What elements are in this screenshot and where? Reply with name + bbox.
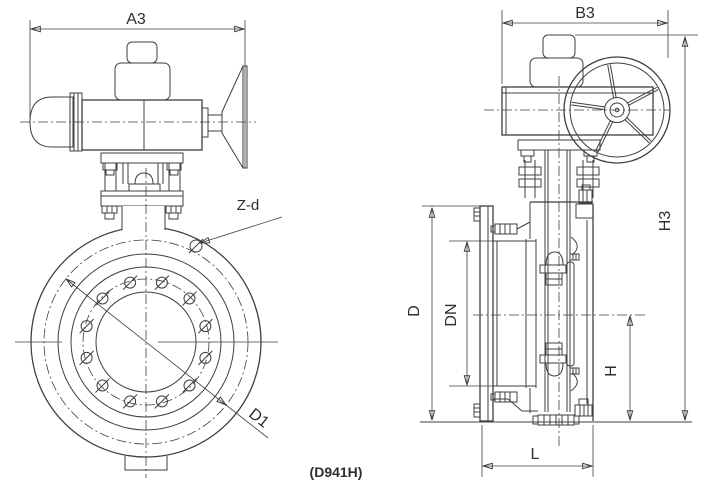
bolt-hole-slash bbox=[182, 291, 197, 306]
figure-caption: (D941H) bbox=[310, 464, 363, 480]
output-flange bbox=[201, 107, 209, 138]
bolt-hole-slash bbox=[154, 275, 170, 290]
handwheel-spoke bbox=[624, 118, 650, 144]
dim-d: D bbox=[406, 205, 482, 420]
actuator-box-upper bbox=[126, 41, 158, 64]
handwheel-spoke bbox=[627, 89, 659, 106]
front-view: A3 Z-d D1 bbox=[15, 11, 283, 478]
handwheel-rim-outer bbox=[563, 56, 671, 164]
handwheel-spoke bbox=[571, 104, 605, 111]
disc-assembly bbox=[539, 236, 580, 392]
dim-a3: A3 bbox=[29, 11, 246, 168]
dim-label-d: D bbox=[406, 305, 423, 317]
dim-h3: H3 bbox=[575, 34, 698, 420]
dim-zd: Z-d bbox=[200, 197, 283, 243]
handwheel-spoke bbox=[571, 101, 606, 108]
flange-face bbox=[15, 168, 278, 478]
dim-label-h3: H3 bbox=[657, 211, 674, 232]
dim-label-zd: Z-d bbox=[237, 197, 260, 214]
dim-h: H bbox=[603, 316, 630, 420]
left-flange bbox=[479, 205, 494, 422]
dim-label-a3: A3 bbox=[126, 11, 146, 28]
yoke-bracket bbox=[100, 152, 184, 220]
actuator-box-lower-side bbox=[529, 57, 584, 88]
handwheel-spoke bbox=[597, 121, 614, 153]
dim-d1: D1 bbox=[66, 279, 272, 439]
dim-label-h: H bbox=[603, 365, 620, 377]
dim-b3: B3 bbox=[501, 5, 669, 84]
handwheel-spoke bbox=[626, 117, 652, 142]
dim-label-l: L bbox=[531, 446, 540, 463]
side-view: B3 H3 D DN H bbox=[406, 5, 698, 477]
actuator-front bbox=[20, 41, 256, 169]
dim-dn: DN bbox=[443, 240, 493, 387]
handwheel-spoke bbox=[595, 119, 612, 152]
handwheel bbox=[563, 56, 671, 164]
actuator-body bbox=[81, 99, 203, 151]
actuator-box-lower bbox=[114, 62, 171, 101]
handwheel-spoke bbox=[626, 86, 658, 104]
dim-label-dn: DN bbox=[443, 303, 460, 326]
dim-label-b3: B3 bbox=[575, 5, 595, 22]
handwheel-spoke bbox=[609, 64, 617, 99]
bolt-hole-slash bbox=[95, 378, 110, 393]
dim-label-d1: D1 bbox=[245, 405, 272, 431]
bolt-hole-slash bbox=[122, 394, 138, 409]
handwheel-spoke bbox=[607, 64, 615, 99]
flange-bolt-hole bbox=[188, 238, 204, 254]
handwheel-rim-inner bbox=[569, 62, 665, 158]
actuator-box-upper-side bbox=[542, 34, 576, 59]
valve-body-section bbox=[420, 184, 692, 426]
handwheel-spokes bbox=[571, 64, 659, 153]
dim-l: L bbox=[481, 425, 594, 477]
actuator-body-side bbox=[501, 86, 654, 136]
disc-plate bbox=[566, 261, 575, 367]
